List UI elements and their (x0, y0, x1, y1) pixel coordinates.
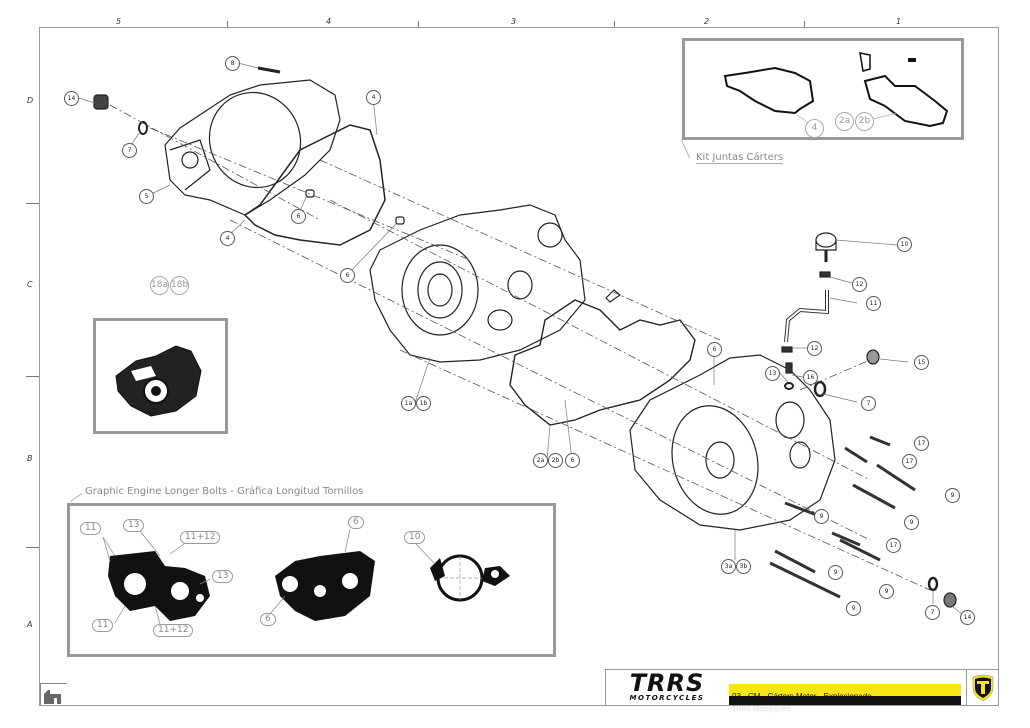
kit-balloon-2a: 2a (835, 112, 854, 131)
crankcase-left (369, 204, 586, 363)
zone-row-c: C (27, 280, 33, 289)
zone-column-1: 1 (896, 17, 902, 26)
balloon-6: 6 (565, 453, 580, 468)
balloon-6: 6 (291, 209, 306, 224)
zone-tick (418, 21, 419, 27)
zone-row-a: A (27, 620, 33, 629)
balloon-16: 16 (803, 370, 818, 385)
bolt-label-10: 10 (404, 531, 426, 544)
balloon-7: 7 (925, 605, 940, 620)
clutch-cover (164, 79, 341, 216)
balloon-6: 6 (340, 268, 355, 283)
company-name: TRRS Motorcycles (732, 706, 791, 713)
bolts-panel-box: 11 13 11+12 13 11 11+12 6 6 10 (67, 503, 556, 657)
balloon-14: 14 (960, 610, 975, 625)
balloon-18b: 18b (170, 276, 189, 295)
kit-gaskets-drawing (723, 52, 949, 128)
balloon-7: 7 (861, 396, 876, 411)
kit-gaskets-box: 4 2a 2b (682, 38, 964, 140)
zone-column-2: 2 (704, 17, 710, 26)
balloon-6: 6 (707, 342, 722, 357)
zone-row-b: B (27, 454, 33, 463)
bolts-views-drawing (102, 528, 510, 625)
bolt-label-6: 6 (348, 516, 364, 529)
bolt-label-6: 6 (260, 613, 276, 626)
bolt-label-11: 11 (80, 522, 102, 535)
balloon-1a: 1a (401, 396, 416, 411)
balloon-9: 9 (814, 509, 829, 524)
balloon-13: 13 (765, 366, 780, 381)
trrs-logo: TRRS MOTORCYCLES (608, 669, 726, 703)
bolt-label-11-12: 11+12 (180, 531, 221, 544)
balloon-11: 11 (866, 296, 881, 311)
balloon-12: 12 (807, 341, 822, 356)
zone-tick (804, 21, 805, 27)
bolt-label-13: 13 (123, 519, 145, 532)
balloon-10: 10 (897, 237, 912, 252)
trrs-logo-text: TRRS (629, 669, 705, 697)
balloon-9: 9 (828, 565, 843, 580)
title-bar: 03 - CM - Cárters Motor - Explosionado (729, 684, 961, 701)
balloon-14: 14 (64, 91, 79, 106)
balloon-15: 15 (914, 355, 929, 370)
company-bar: TRRS Motorcycles (729, 696, 961, 713)
zone-column-4: 4 (326, 17, 332, 26)
balloon-3b: 3b (736, 559, 751, 574)
balloon-3a: 3a (721, 559, 736, 574)
balloon-8: 8 (225, 56, 240, 71)
bolts-panel-caption: Graphic Engine Longer Bolts - Gráfica Lo… (85, 486, 364, 497)
kit-balloon-4: 4 (805, 119, 824, 138)
zone-row-d: D (27, 96, 34, 105)
balloon-12: 12 (852, 277, 867, 292)
balloon-4: 4 (366, 90, 381, 105)
balloon-17: 17 (902, 454, 917, 469)
balloon-9: 9 (846, 601, 861, 616)
zone-tick (26, 376, 39, 377)
balloon-4: 4 (220, 231, 235, 246)
balloon-7: 7 (122, 143, 137, 158)
balloon-9: 9 (879, 584, 894, 599)
trrs-logo-subtitle: MOTORCYCLES (629, 694, 705, 702)
balloon-2b: 2b (548, 453, 563, 468)
drawing-frame (39, 27, 999, 706)
balloon-5: 5 (139, 189, 154, 204)
zone-tick (227, 21, 228, 27)
balloon-1b: 1b (416, 396, 431, 411)
balloon-17: 17 (886, 538, 901, 553)
gasket-4 (243, 124, 386, 246)
zone-column-3: 3 (511, 17, 517, 26)
engine-assembly-drawing (115, 345, 202, 417)
bolt-label-11: 11 (92, 619, 114, 632)
balloon-9: 9 (904, 515, 919, 530)
title-divider (966, 670, 967, 705)
crankcase-right (629, 354, 836, 531)
balloon-18a: 18a (150, 276, 169, 295)
sheet-corner-icon (40, 683, 67, 705)
trrs-shield-icon (972, 674, 994, 702)
bolt-label-11-12: 11+12 (153, 624, 194, 637)
zone-tick (26, 547, 39, 548)
zone-tick (614, 21, 615, 27)
balloon-2a: 2a (533, 453, 548, 468)
kit-balloon-2b: 2b (855, 112, 874, 131)
zone-column-5: 5 (116, 17, 122, 26)
balloon-17: 17 (914, 436, 929, 451)
title-block: TRRS MOTORCYCLES 03 - CM - Cárters Motor… (605, 669, 998, 713)
balloon-9: 9 (945, 488, 960, 503)
inset-18-box (93, 318, 228, 434)
kit-caption: Kit Juntas Cárters (696, 152, 784, 164)
zone-tick (26, 203, 39, 204)
bolt-label-13: 13 (212, 570, 234, 583)
